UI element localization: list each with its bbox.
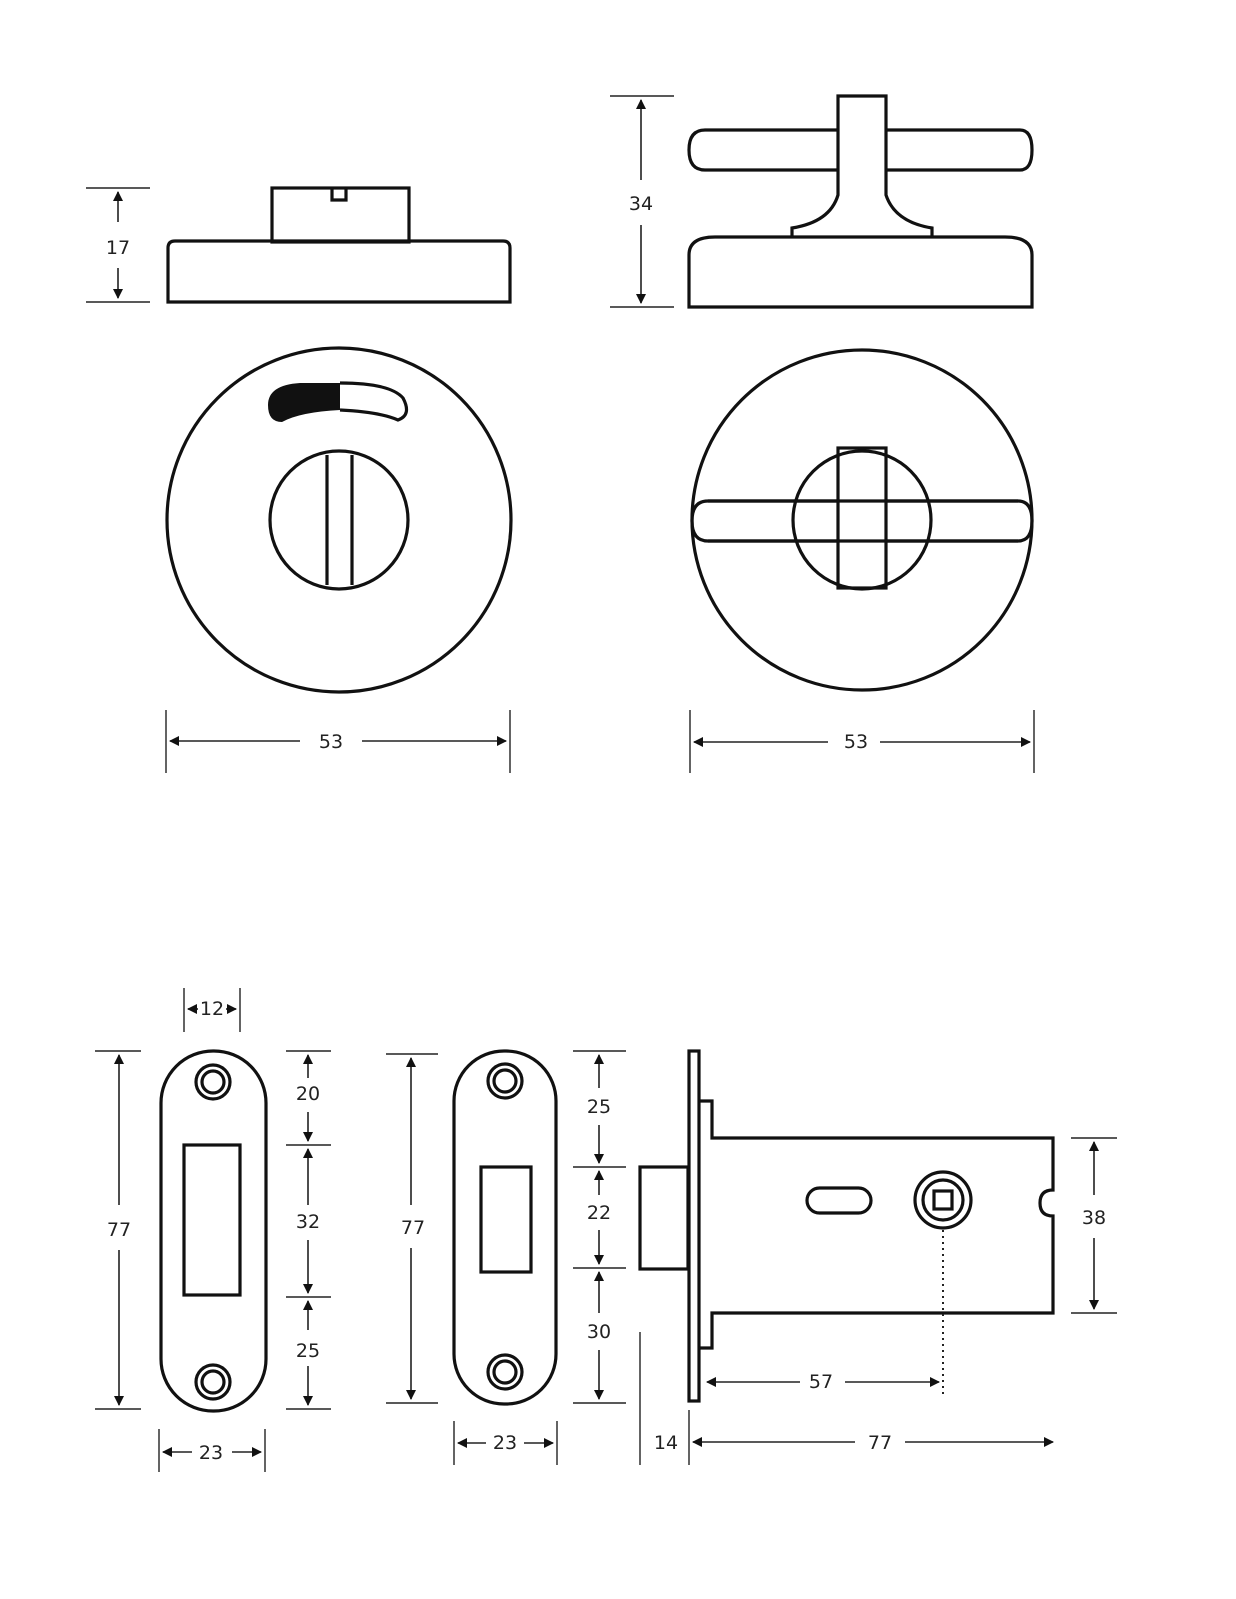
dim-label: 77 [868, 1432, 892, 1454]
dim-strike-segments: 25 22 30 [573, 1050, 626, 1404]
strike-plate [452, 1049, 558, 1406]
dim-strike-width-23: 23 [453, 1421, 558, 1465]
dim-label: 57 [809, 1371, 833, 1393]
dim-latch-bolt-14: 14 [639, 1332, 690, 1465]
dim-label: 22 [587, 1202, 611, 1224]
dim-label: 32 [296, 1211, 320, 1233]
dim-label: 34 [629, 193, 653, 215]
dim-label: 14 [654, 1432, 678, 1454]
dim-label: 17 [106, 237, 130, 259]
dim-label: 53 [319, 731, 343, 753]
dim-label: 38 [1082, 1207, 1106, 1229]
dim-label: 77 [401, 1217, 425, 1239]
occupied-indicator [268, 383, 340, 422]
dim-keep-segments: 20 32 25 [286, 1050, 331, 1410]
dim-latch-length-77: 77 [692, 1432, 1054, 1454]
turn-front-view [690, 348, 1034, 692]
dim-turn-height-34: 34 [610, 95, 674, 308]
dim-label: 12 [200, 998, 224, 1020]
dim-keep-tab-12: 12 [183, 988, 241, 1032]
keep-plate [159, 1049, 268, 1413]
dim-label: 77 [107, 1219, 131, 1241]
dim-latch-backset-57: 57 [706, 1371, 940, 1393]
dim-label: 25 [296, 1340, 320, 1362]
latch-side-view [638, 1049, 1055, 1403]
dim-label: 23 [493, 1432, 517, 1454]
dim-label: 25 [587, 1096, 611, 1118]
dim-label: 23 [199, 1442, 223, 1464]
dim-label: 20 [296, 1083, 320, 1105]
dim-latch-case-38: 38 [1071, 1137, 1117, 1314]
dim-keep-width-23: 23 [158, 1429, 266, 1472]
dim-label: 53 [844, 731, 868, 753]
dim-strike-height-77: 77 [386, 1053, 438, 1404]
indicator-side-view [166, 186, 512, 304]
dim-indicator-width-53: 53 [165, 710, 511, 773]
turn-side-view [687, 94, 1034, 309]
dim-label: 30 [587, 1321, 611, 1343]
dim-side-height-17: 17 [86, 187, 150, 303]
dim-keep-height-77: 77 [95, 1050, 141, 1410]
dim-turn-width-53: 53 [689, 710, 1035, 773]
indicator-front-view [165, 346, 513, 694]
